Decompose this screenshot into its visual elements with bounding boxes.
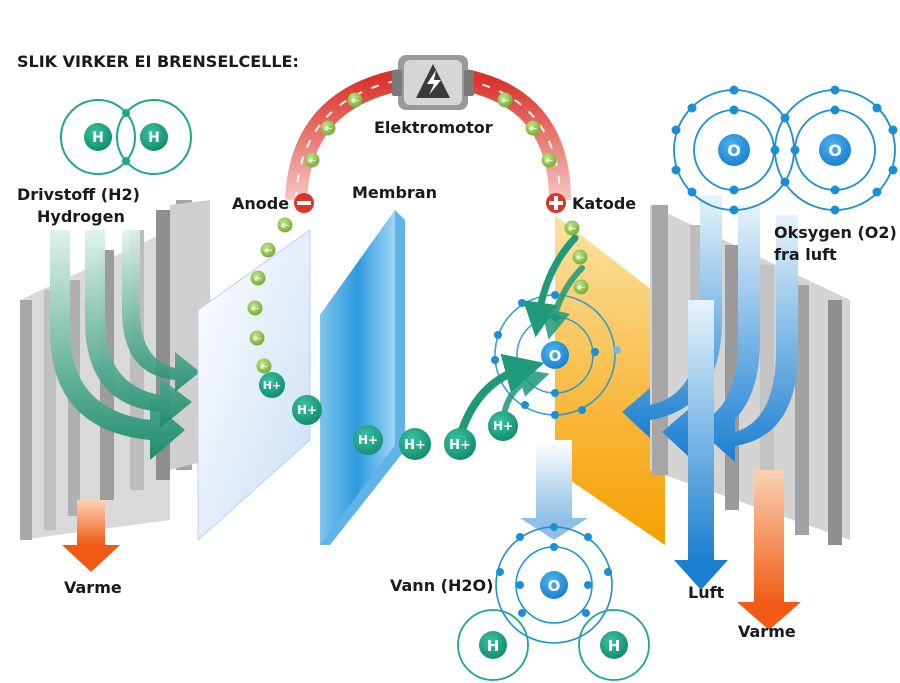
anode-sign xyxy=(294,193,314,213)
electron: e- xyxy=(256,358,272,374)
svg-text:H+: H+ xyxy=(263,379,281,392)
svg-text:O: O xyxy=(727,141,741,160)
water-label: Vann (H2O) xyxy=(390,576,493,595)
air-label: Luft xyxy=(688,583,725,602)
svg-text:e-: e- xyxy=(324,125,332,133)
hydrogen-atom: H xyxy=(84,123,112,151)
heat-left-label: Varme xyxy=(64,578,122,597)
electron: e- xyxy=(304,152,320,168)
svg-text:e-: e- xyxy=(545,157,553,165)
heat-right-label: Varme xyxy=(738,622,796,641)
reaction-arrows xyxy=(458,234,585,434)
svg-text:O: O xyxy=(828,141,842,160)
svg-text:H+: H+ xyxy=(404,438,426,453)
svg-text:e-: e- xyxy=(308,157,316,165)
electron: e- xyxy=(320,120,336,136)
proton: H+ xyxy=(399,428,431,460)
electric-motor xyxy=(392,55,474,110)
oxygen-molecule: O O xyxy=(671,85,898,215)
svg-text:H+: H+ xyxy=(493,419,513,433)
electron: e- xyxy=(497,92,513,108)
electron: e- xyxy=(564,220,580,236)
svg-text:e-: e- xyxy=(254,275,262,283)
hydrogen-flow-arrows xyxy=(50,230,200,460)
svg-text:H: H xyxy=(608,637,621,655)
hydrogen-molecule: H H xyxy=(60,99,192,175)
membrane-label: Membran xyxy=(352,183,437,202)
svg-text:H+: H+ xyxy=(358,433,378,447)
proton: H+ xyxy=(259,372,285,398)
svg-text:e-: e- xyxy=(576,254,584,262)
diagram-title: SLIK VIRKER EI BRENSELCELLE: xyxy=(17,52,299,71)
lightning-icon xyxy=(416,64,450,98)
svg-text:e-: e- xyxy=(251,305,259,313)
motor-label: Elektromotor xyxy=(374,118,493,137)
svg-text:e-: e- xyxy=(260,363,268,371)
svg-text:O: O xyxy=(548,577,561,595)
fuel-label: Drivstoff (H2) xyxy=(17,185,140,204)
proton: H+ xyxy=(444,428,476,460)
svg-text:e-: e- xyxy=(529,125,537,133)
electron: e- xyxy=(247,300,263,316)
cathode-electrons: e- e- e- xyxy=(564,220,589,295)
svg-text:H: H xyxy=(487,637,500,655)
electron: e- xyxy=(573,279,589,295)
svg-text:e-: e- xyxy=(577,284,585,292)
oxygen-atom: O xyxy=(819,134,851,166)
hydrogen-atom: H xyxy=(600,631,628,659)
oxygen-label: Oksygen (O2) xyxy=(774,223,897,242)
electron: e- xyxy=(541,152,557,168)
electron: e- xyxy=(525,120,541,136)
anode-electrons: e- e- e- e- e- e- xyxy=(247,217,293,374)
svg-text:H: H xyxy=(148,130,160,146)
svg-text:e-: e- xyxy=(568,225,576,233)
svg-text:H: H xyxy=(92,130,104,146)
water-down-arrow xyxy=(520,440,588,540)
oxygen-source-label: fra luft xyxy=(774,245,837,264)
hydrogen-label: Hydrogen xyxy=(37,207,125,226)
heat-right-arrow xyxy=(737,470,801,630)
svg-text:e-: e- xyxy=(281,222,289,230)
cathode-sign xyxy=(546,193,566,213)
water-molecule: O H H xyxy=(457,523,650,681)
hydrogen-atom: H xyxy=(479,631,507,659)
proton: H+ xyxy=(488,411,518,441)
svg-text:e-: e- xyxy=(501,97,509,105)
electron: e- xyxy=(572,249,588,265)
svg-text:e-: e- xyxy=(253,335,261,343)
electron: e- xyxy=(250,270,266,286)
electron: e- xyxy=(347,92,363,108)
anode-label: Anode xyxy=(232,194,289,213)
membrane-plate xyxy=(320,210,405,545)
proton: H+ xyxy=(292,395,322,425)
arc-electrons: e- e- e- e- e- e- xyxy=(304,92,557,168)
hydrogen-atom: H xyxy=(140,123,168,151)
electron: e- xyxy=(260,242,276,258)
svg-text:O: O xyxy=(549,347,562,365)
electron: e- xyxy=(277,217,293,233)
svg-text:H+: H+ xyxy=(449,438,471,453)
cathode-label: Katode xyxy=(572,194,636,213)
anode-plate xyxy=(197,229,311,542)
proton: H+ xyxy=(353,425,383,455)
electron: e- xyxy=(249,330,265,346)
svg-text:H+: H+ xyxy=(297,403,317,417)
air-flow-arrows xyxy=(622,195,798,590)
electron-circuit-arc xyxy=(285,69,571,201)
oxygen-atom: O xyxy=(718,134,750,166)
protons: H+ H+ H+ H+ H+ H+ xyxy=(259,372,518,460)
svg-text:e-: e- xyxy=(264,247,272,255)
heat-left-arrow xyxy=(62,500,120,572)
svg-text:e-: e- xyxy=(351,97,359,105)
